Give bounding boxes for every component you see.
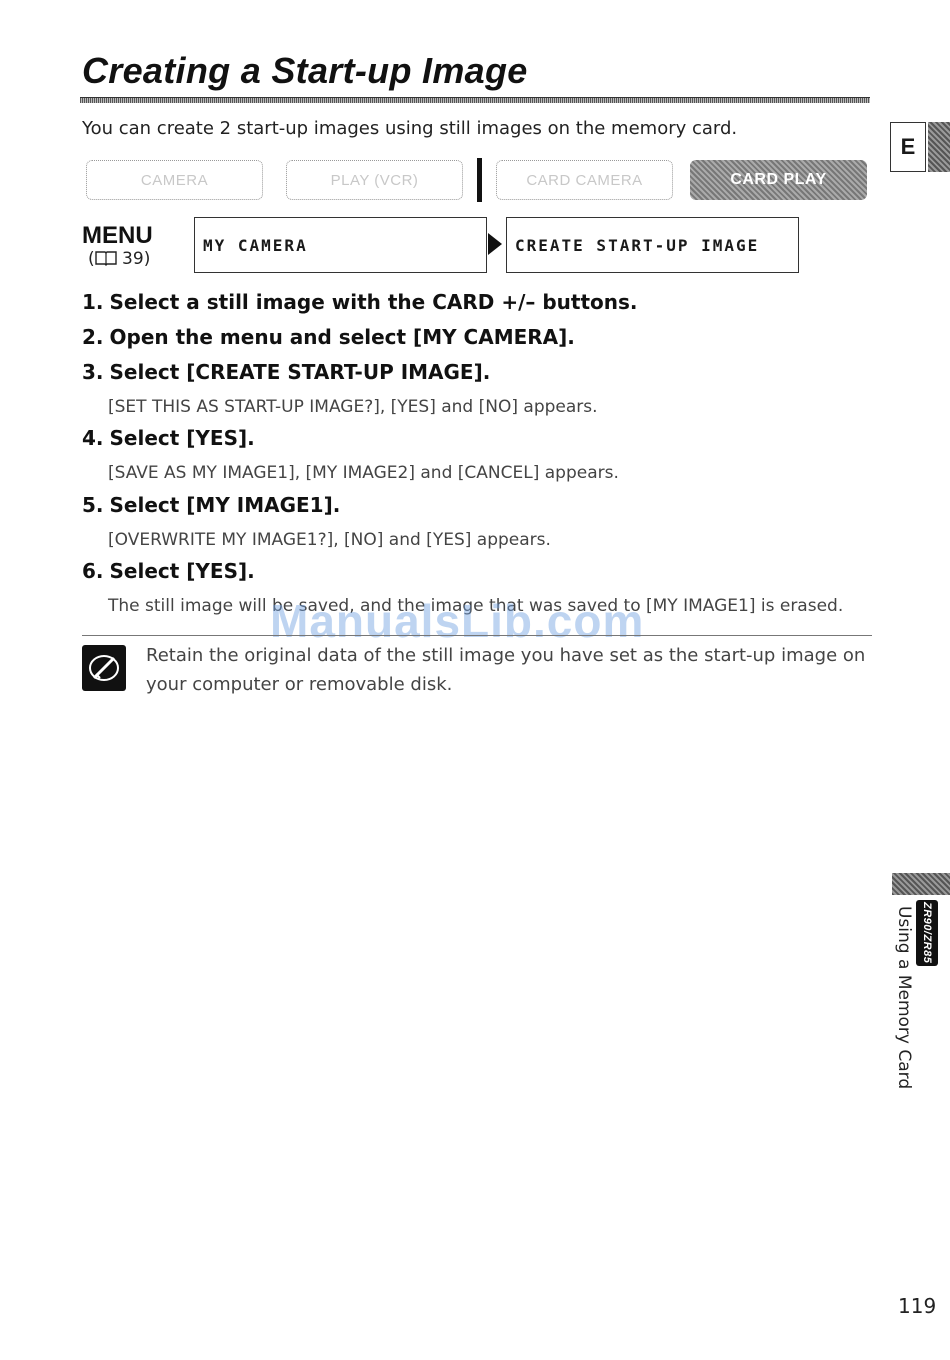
step-number: 1. <box>82 290 104 314</box>
step-text: Select a still image with the CARD +/– b… <box>109 290 638 314</box>
step-5-note: [OVERWRITE MY IMAGE1?], [NO] and [YES] a… <box>108 530 551 550</box>
book-icon <box>94 251 117 266</box>
section-tab-stripe <box>892 873 950 895</box>
step-text: Select [MY IMAGE1]. <box>109 493 341 517</box>
mode-card-camera: CARD CAMERA <box>496 160 673 200</box>
note-text: Retain the original data of the still im… <box>146 645 866 695</box>
language-tab-stripe <box>928 122 950 172</box>
step-text: Select [CREATE START-UP IMAGE]. <box>109 360 491 384</box>
step-4: 4.Select [YES]. <box>82 426 255 450</box>
step-6-note: The still image will be saved, and the i… <box>108 596 844 616</box>
mode-separator <box>477 158 482 202</box>
step-number: 6. <box>82 559 104 583</box>
step-1: 1.Select a still image with the CARD +/–… <box>82 290 638 314</box>
step-number: 3. <box>82 360 104 384</box>
page-number: 119 <box>898 1294 937 1318</box>
step-2: 2.Open the menu and select [MY CAMERA]. <box>82 325 575 349</box>
menu-label: MENU <box>82 222 153 249</box>
model-badge: ZR90/ZR85 <box>916 900 938 966</box>
menu-page-ref: ( 39) <box>88 249 151 269</box>
language-tab-letter: E <box>890 122 926 172</box>
page-title: Creating a Start-up Image <box>82 50 528 91</box>
language-tab: E <box>890 122 950 172</box>
menu-path-create-start-up: CREATE START-UP IMAGE <box>506 217 799 273</box>
step-number: 5. <box>82 493 104 517</box>
mode-camera: CAMERA <box>86 160 263 200</box>
step-number: 2. <box>82 325 104 349</box>
mode-play-vcr: PLAY (VCR) <box>286 160 463 200</box>
watermark: ManualsLib.com <box>270 595 645 647</box>
mode-card-play: CARD PLAY <box>690 160 867 200</box>
step-5: 5.Select [MY IMAGE1]. <box>82 493 340 517</box>
step-text: Open the menu and select [MY CAMERA]. <box>109 325 575 349</box>
step-3: 3.Select [CREATE START-UP IMAGE]. <box>82 360 490 384</box>
note-divider <box>82 635 872 636</box>
step-text: Select [YES]. <box>109 426 255 450</box>
step-text: Select [YES]. <box>109 559 255 583</box>
menu-path-my-camera: MY CAMERA <box>194 217 487 273</box>
menu-page-number: 39 <box>122 249 144 269</box>
title-underline <box>80 97 870 103</box>
model-badge-text: ZR90/ZR85 <box>921 902 933 964</box>
step-6: 6.Select [YES]. <box>82 559 255 583</box>
pen-note-icon <box>82 645 126 691</box>
step-3-note: [SET THIS AS START-UP IMAGE?], [YES] and… <box>108 397 598 417</box>
intro-text: You can create 2 start-up images using s… <box>82 118 738 139</box>
step-4-note: [SAVE AS MY IMAGE1], [MY IMAGE2] and [CA… <box>108 463 619 483</box>
menu-arrow-icon <box>488 233 502 255</box>
step-number: 4. <box>82 426 104 450</box>
section-name: Using a Memory Card <box>894 906 914 1090</box>
